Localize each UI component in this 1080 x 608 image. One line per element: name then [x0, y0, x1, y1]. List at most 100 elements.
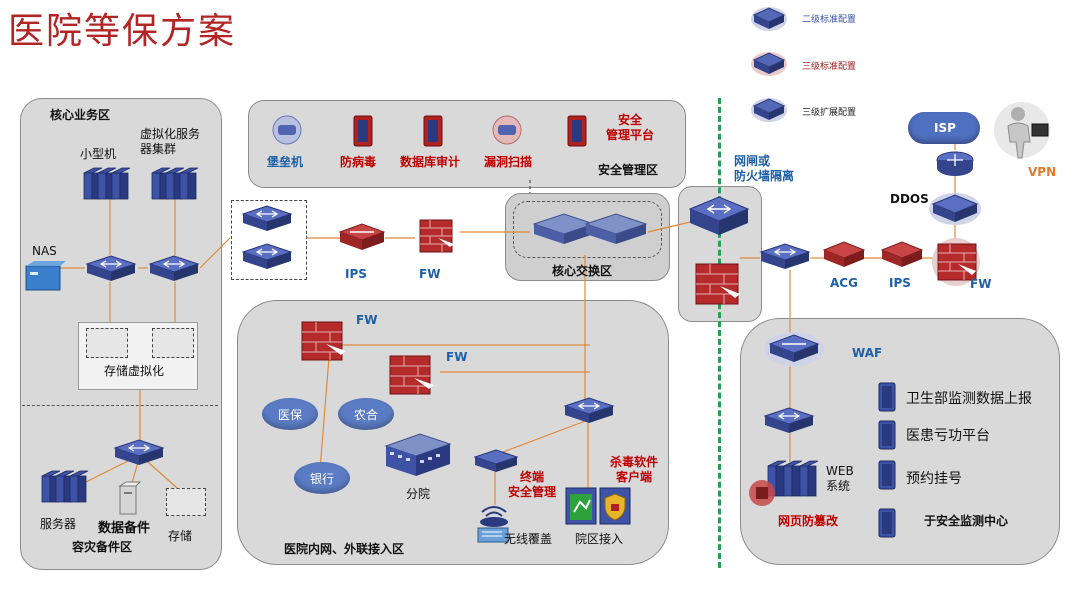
tamper-label: 网页防篡改 — [778, 514, 839, 528]
storage-icon — [152, 328, 194, 358]
switch-icon — [563, 397, 615, 423]
mgmt-platform-label: 安全 管理平台 — [606, 113, 655, 142]
isp-label: ISP — [934, 121, 956, 135]
internet-boundary — [718, 98, 721, 568]
dmz-service-label: 卫生部监测数据上报 — [906, 391, 1032, 407]
branch-label: 分院 — [406, 487, 431, 501]
storage-icon — [166, 488, 206, 516]
firewall-icon — [932, 238, 980, 286]
vpn-user-icon — [994, 102, 1050, 159]
acg-label: ACG — [830, 276, 858, 290]
bastion-label: 堡垒机 — [267, 155, 304, 169]
server-rack-icon — [41, 470, 89, 503]
switch-icon — [148, 255, 200, 281]
server-icon — [878, 460, 896, 490]
gateway-firewall-icon — [695, 263, 740, 305]
ips-device-icon — [338, 223, 386, 250]
core-switch-zone — [505, 193, 670, 281]
ips-device-icon — [880, 241, 924, 267]
legend-label: 二级标准配置 — [802, 15, 857, 25]
acg-device-icon — [822, 241, 866, 267]
gateway-label: 网闸或 防火墙隔离 — [734, 154, 795, 183]
campus-devices-icon — [565, 487, 631, 525]
dmz-service-label: 于安全监测中心 — [924, 514, 1009, 528]
router-icon — [936, 151, 974, 176]
ddos-label: DDOS — [890, 192, 929, 206]
terminal-mgmt-label: 终端 安全管理 — [508, 470, 557, 499]
switch-icon — [473, 449, 519, 472]
dmz-service-label: 医患亏功平台 — [906, 428, 990, 444]
nonghe-cloud: 农合 — [338, 398, 394, 430]
firewall-icon — [301, 321, 346, 361]
isp-cloud — [908, 112, 980, 144]
waf-device-icon — [764, 332, 824, 366]
firewall-icon — [419, 219, 454, 253]
db-audit-label: 数据库审计 — [400, 155, 461, 169]
nas-label: NAS — [32, 244, 57, 258]
legend-switch-icon — [751, 7, 787, 31]
antivirus-server-icon — [353, 115, 373, 147]
antivirus-client-label: 杀毒软件 客户端 — [610, 455, 659, 484]
switch-icon — [85, 255, 137, 281]
vcluster-label: 虚拟化服务 器集群 — [140, 127, 201, 156]
server-icon — [878, 420, 896, 450]
core-switch-icon — [532, 213, 648, 244]
storage-icon — [86, 328, 128, 358]
core-business-title: 核心业务区 — [50, 108, 111, 122]
storage-label: 存储 — [168, 529, 193, 543]
ips-label: IPS — [345, 267, 367, 281]
web-label: WEB 系统 — [826, 464, 854, 493]
server-icon — [878, 508, 896, 538]
waf-label: WAF — [852, 346, 883, 360]
server-rack-icon — [83, 167, 131, 200]
intranet-zone-title: 医院内网、外联接入区 — [284, 542, 405, 556]
fw-label: FW — [419, 267, 441, 281]
firewall-icon — [389, 355, 434, 395]
bank-cloud: 银行 — [294, 462, 350, 494]
core-switch-inner — [513, 201, 662, 258]
branch-building-icon — [384, 433, 452, 476]
campus-label: 院区接入 — [575, 532, 624, 546]
page-title: 医院等保方案 — [8, 11, 237, 52]
wireless-ap-icon — [477, 506, 509, 543]
switch-icon — [241, 205, 293, 231]
server-icon — [878, 382, 896, 412]
switch-icon — [763, 407, 815, 433]
switch-icon — [759, 243, 811, 269]
yibao-cloud: 医保 — [262, 398, 318, 430]
security-mgmt-zone — [248, 100, 686, 188]
tamper-protect-icon — [749, 480, 775, 506]
security-mgmt-title: 安全管理区 — [598, 163, 659, 177]
backup-device-icon — [118, 481, 142, 515]
switch-icon — [113, 439, 165, 465]
fw-label: FW — [970, 277, 992, 291]
wireless-label: 无线覆盖 — [504, 532, 553, 546]
storage-virt-label: 存储虚拟化 — [104, 364, 165, 378]
data-backup-label: 数据备件 — [98, 521, 151, 536]
server-rack-icon — [151, 167, 199, 200]
server-label: 服务器 — [40, 517, 77, 531]
fw2-label: FW — [446, 350, 468, 364]
mgmt-platform-server-icon — [567, 115, 587, 147]
gateway-switch-icon — [688, 196, 750, 235]
legend-switch-icon — [751, 98, 787, 122]
vpn-label: VPN — [1028, 165, 1057, 179]
vuln-scanner-icon — [492, 115, 522, 145]
vuln-scan-label: 漏洞扫描 — [484, 155, 533, 169]
legend-label: 三级标准配置 — [802, 62, 857, 72]
legend-switch-icon — [751, 52, 787, 76]
core-switch-title: 核心交换区 — [552, 264, 613, 278]
db-audit-server-icon — [423, 115, 443, 147]
minicomputer-label: 小型机 — [80, 147, 117, 161]
disaster-zone-title: 容灾备件区 — [72, 540, 133, 554]
switch-icon — [241, 243, 293, 269]
ddos-device-icon — [929, 193, 981, 225]
nas-device-icon — [25, 261, 66, 291]
legend-label: 三级扩展配置 — [802, 108, 857, 118]
bastion-host-icon — [272, 115, 302, 145]
fw1-label: FW — [356, 313, 378, 327]
antivirus-label: 防病毒 — [340, 155, 377, 169]
ips-label: IPS — [889, 276, 911, 290]
zone-divider — [22, 405, 218, 406]
